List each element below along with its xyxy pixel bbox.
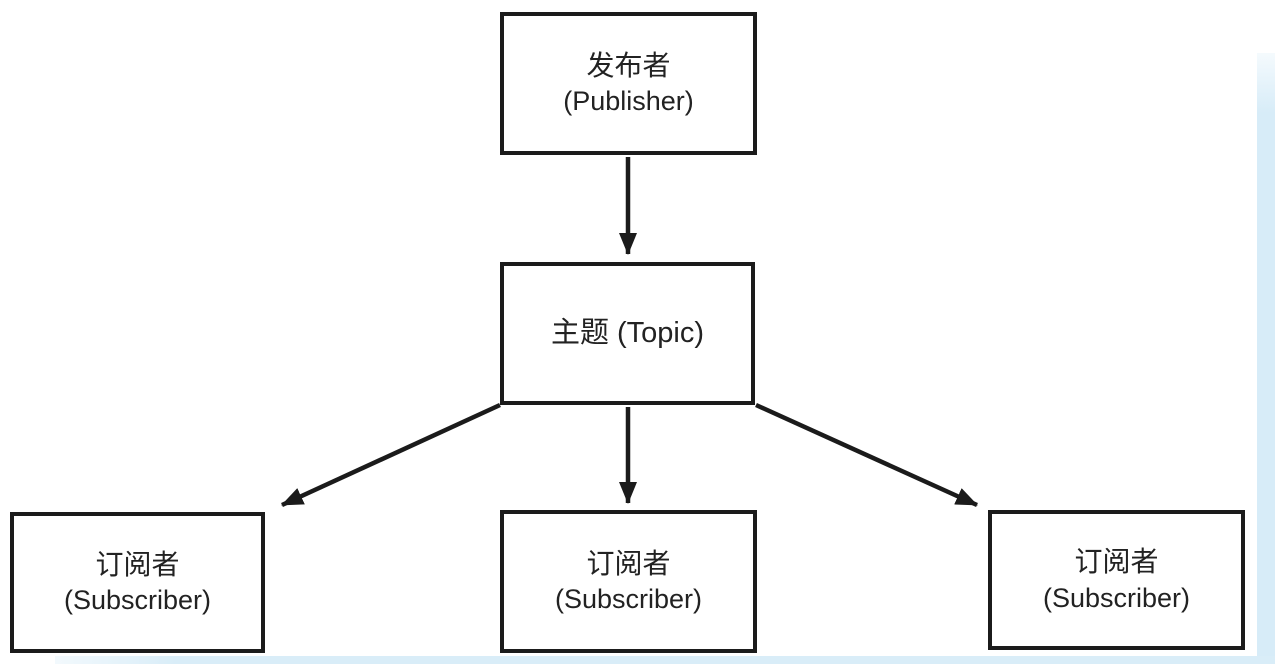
subscriber-2-label-en: (Subscriber) <box>554 584 703 615</box>
page-edge-bottom-stripe <box>55 656 1275 664</box>
subscriber-3-label-en: (Subscriber) <box>1042 582 1191 613</box>
subscriber-2-label-zh: 订阅者 <box>586 547 671 579</box>
node-publisher: 发布者 (Publisher) <box>500 12 757 155</box>
subscriber-1-label-en: (Subscriber) <box>63 585 212 616</box>
publisher-label-zh: 发布者 <box>586 49 671 81</box>
topic-label: 主题 (Topic) <box>550 316 705 349</box>
node-subscriber-2: 订阅者 (Subscriber) <box>500 510 757 653</box>
page-edge-right-stripe <box>1257 53 1275 664</box>
node-topic: 主题 (Topic) <box>500 262 755 405</box>
edge-topic-to-subscriber3 <box>755 402 978 508</box>
edge-topic-to-subscriber1 <box>281 402 501 508</box>
node-subscriber-1: 订阅者 (Subscriber) <box>10 512 265 653</box>
subscriber-3-label-zh: 订阅者 <box>1074 546 1159 578</box>
subscriber-1-label-zh: 订阅者 <box>95 548 180 580</box>
publisher-label-en: (Publisher) <box>563 86 694 117</box>
node-subscriber-3: 订阅者 (Subscriber) <box>988 510 1245 650</box>
